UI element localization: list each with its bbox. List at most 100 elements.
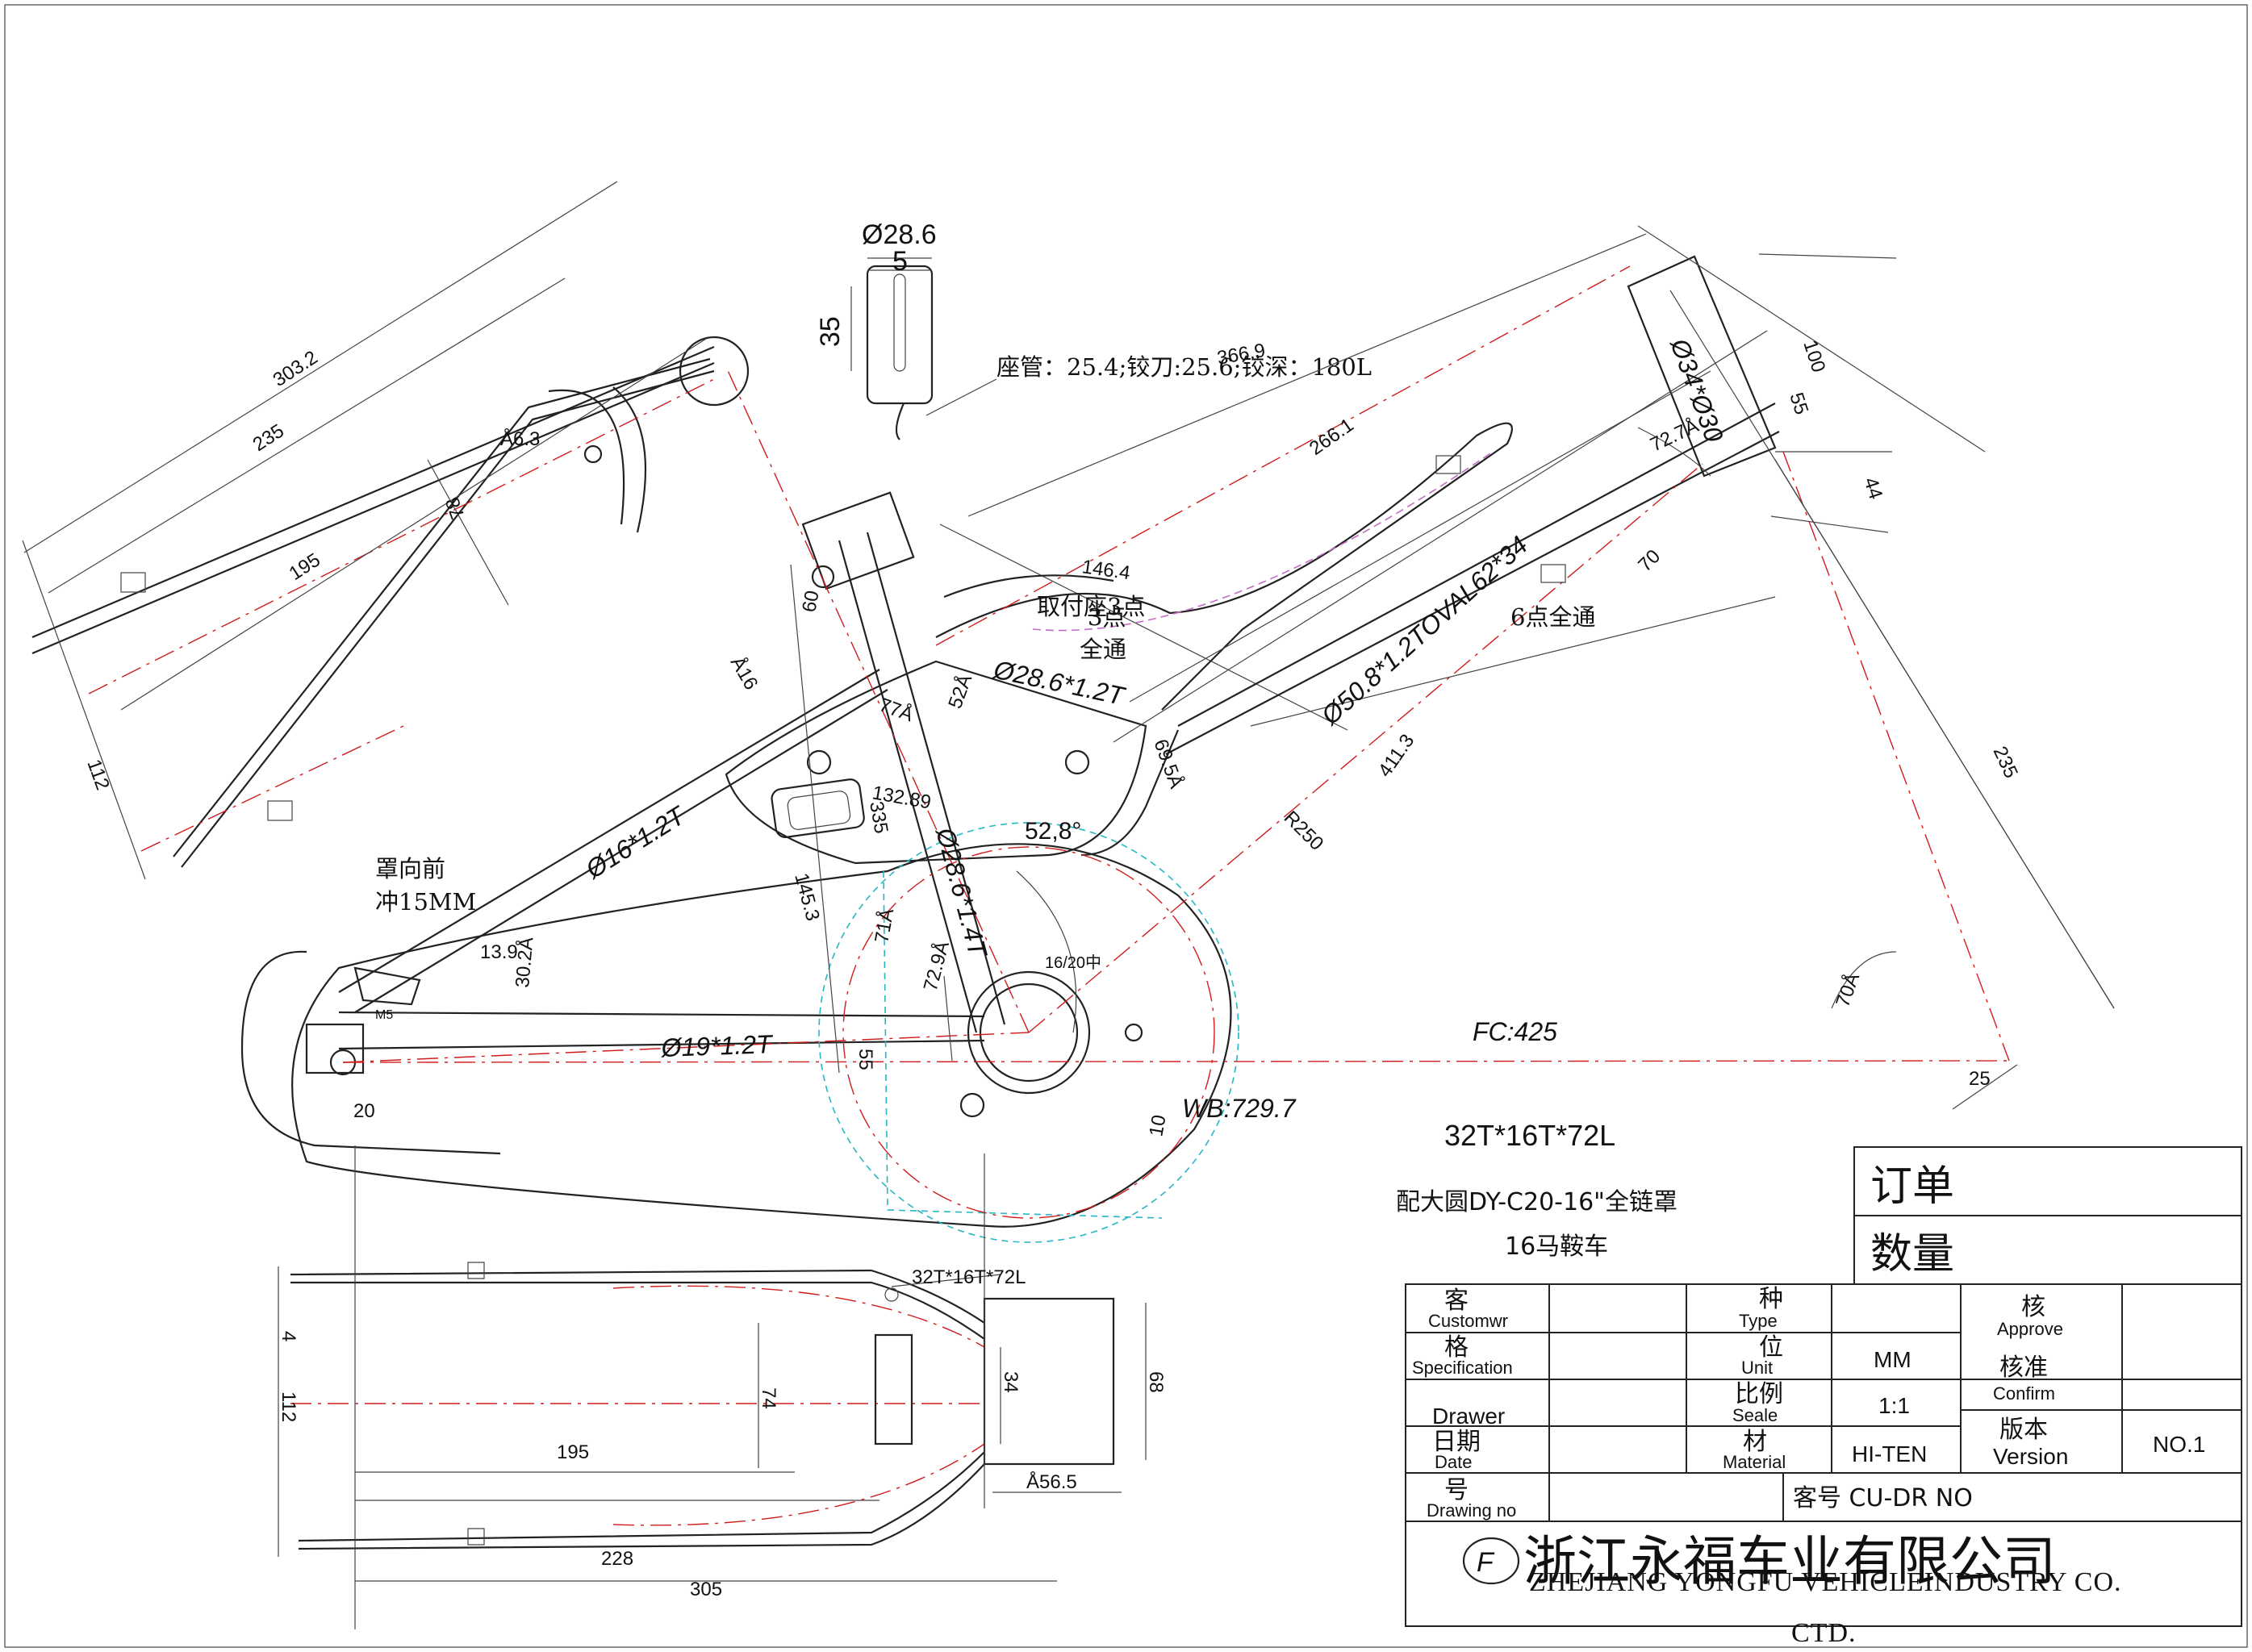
- dim-335: 335: [865, 799, 892, 835]
- tb-customer-en: Customwr: [1428, 1311, 1508, 1331]
- top-d34: 34: [1000, 1371, 1022, 1393]
- angle-71: 71Å: [870, 907, 898, 945]
- tb-material-val: HI-TEN: [1852, 1441, 1927, 1466]
- tb-version-en: Version: [1993, 1444, 2068, 1469]
- tb-scale-en: Seale: [1732, 1405, 1778, 1425]
- top-d4: 4: [278, 1331, 299, 1341]
- dim-146: 146.4: [1080, 556, 1131, 584]
- tb-unit-val: MM: [1874, 1347, 1911, 1372]
- top-d68: 68: [1145, 1371, 1167, 1393]
- tb-cust-no: 客号 CU-DR NO: [1793, 1484, 1973, 1512]
- tb-version-cn: 版本: [1999, 1416, 2048, 1444]
- dim-411: 411.3: [1374, 730, 1419, 781]
- top-d305: 305: [690, 1579, 722, 1600]
- dim-100: 100: [1799, 338, 1829, 375]
- dim-139: 13.9: [480, 941, 518, 963]
- dim-44: 44: [1859, 475, 1886, 503]
- thread-m5: M5: [375, 1008, 393, 1022]
- note-bracket: 取付座3点: [1037, 593, 1145, 620]
- note-holes3b: 全通: [1080, 636, 1126, 663]
- angle-16: Å16: [726, 653, 763, 694]
- note-holes3a: 3点: [1088, 603, 1126, 631]
- cog-label: 16/20中: [1045, 953, 1101, 972]
- dim-303: 303.2: [269, 347, 322, 391]
- tb-version-val: NO.1: [2153, 1432, 2205, 1457]
- tb-type-cn: 种: [1759, 1285, 1783, 1313]
- company-name-en: ZHEJIANG YONGFU VEHICLEINDUSTRY CO.: [1529, 1567, 2122, 1597]
- page-border: [4, 4, 2248, 1648]
- tb-drawing-cn: 号: [1444, 1476, 1469, 1504]
- tb-spec-en: Specification: [1412, 1358, 1513, 1378]
- note-punch2: 冲15MM: [375, 888, 476, 916]
- dim-235b: 235: [1989, 743, 2022, 782]
- tb-unit-cn: 位: [1759, 1333, 1783, 1362]
- angle-77: 77Å: [876, 693, 917, 726]
- order-label: 订单: [1870, 1162, 1954, 1211]
- top-d74: 74: [758, 1387, 779, 1409]
- wb-label: WB:729.7: [1182, 1094, 1297, 1123]
- tb-confirm-cn: 核准: [1999, 1354, 2048, 1382]
- tb-material-en: Material: [1723, 1452, 1786, 1472]
- note-model2: 16马鞍车: [1505, 1233, 1608, 1261]
- note-model1: 配大圆DY-C20-16"全链罩: [1396, 1188, 1678, 1216]
- dim-70: 70: [1634, 545, 1665, 576]
- top-d112: 112: [278, 1391, 299, 1422]
- dim-195a: 195: [286, 549, 324, 585]
- top-d195: 195: [557, 1441, 589, 1463]
- tb-confirm-en: Confirm: [1993, 1383, 2055, 1404]
- angle-528: 52,8°: [1025, 818, 1081, 845]
- svg-text:F: F: [1477, 1547, 1495, 1578]
- tb-drawing-en: Drawing no: [1427, 1500, 1516, 1521]
- quantity-label: 数量: [1870, 1230, 1954, 1279]
- dim-55b: 55: [854, 1049, 876, 1070]
- tb-material-cn: 材: [1743, 1428, 1767, 1456]
- note-holes6: 6点全通: [1510, 603, 1595, 631]
- company-name-cn: 浙江永福车业有限公司: [1523, 1530, 2056, 1592]
- tb-scale-val: 1:1: [1878, 1393, 1910, 1418]
- note-punch1: 罩向前: [375, 855, 445, 882]
- radius-250: R250: [1280, 807, 1328, 855]
- angle-70: 70Å: [1831, 970, 1864, 1010]
- tb-customer-cn: 客: [1444, 1287, 1469, 1315]
- dim-25: 25: [1969, 1068, 1991, 1090]
- seat-diameter: Ø28.6: [862, 219, 937, 250]
- angle-729: 72.9Å: [919, 939, 954, 994]
- tb-scale-cn: 比例: [1735, 1380, 1783, 1408]
- top-a565: Å56.5: [1026, 1471, 1077, 1493]
- title-block: F: [1405, 1283, 2242, 1627]
- top-gear: 32T*16T*72L: [912, 1266, 1026, 1288]
- tb-unit-en: Unit: [1741, 1358, 1773, 1378]
- dim-55: 55: [1785, 390, 1812, 418]
- angle-52: 52Å: [943, 671, 976, 711]
- seat-tube-detail: [850, 257, 997, 440]
- tb-drawer-en: Drawer: [1432, 1404, 1505, 1429]
- tube-down: Ø50.8*1.2TOVAL62*34: [1315, 530, 1533, 730]
- tb-approve-cn: 核: [2021, 1293, 2045, 1321]
- main-frame: [240, 225, 2115, 1243]
- tube-chainstay: Ø19*1.2T: [660, 1029, 775, 1062]
- dim-112a: 112: [82, 757, 113, 793]
- tube-seatstay: Ø16*1.2T: [580, 800, 691, 885]
- tb-approve-en: Approve: [1997, 1319, 2063, 1339]
- seatstay-view: [22, 181, 750, 880]
- top-d228: 228: [601, 1548, 633, 1570]
- seat-height: 35: [815, 316, 846, 347]
- dim-10: 10: [1145, 1113, 1170, 1138]
- tb-date-cn: 日期: [1432, 1428, 1481, 1456]
- seat-note: 座管：25.4;铰刀:25.6;铰深：180L: [996, 353, 1372, 381]
- dim-20: 20: [353, 1100, 375, 1122]
- tb-date-en: Date: [1435, 1452, 1472, 1472]
- fc-label: FC:425: [1473, 1017, 1557, 1046]
- note-gear: 32T*16T*72L: [1444, 1119, 1615, 1152]
- dim-1453: 145.3: [790, 871, 824, 924]
- tb-spec-cn: 格: [1444, 1333, 1469, 1362]
- dim-78: 78: [441, 494, 470, 522]
- top-view: [278, 1145, 1147, 1629]
- company-name-en2: CTD.: [1791, 1618, 1857, 1648]
- dim-60: 60: [798, 589, 823, 614]
- dim-266: 266.1: [1306, 414, 1358, 460]
- seat-width: 5: [892, 246, 908, 277]
- tb-type-en: Type: [1739, 1311, 1778, 1331]
- dim-r63: Å6.3: [500, 428, 540, 450]
